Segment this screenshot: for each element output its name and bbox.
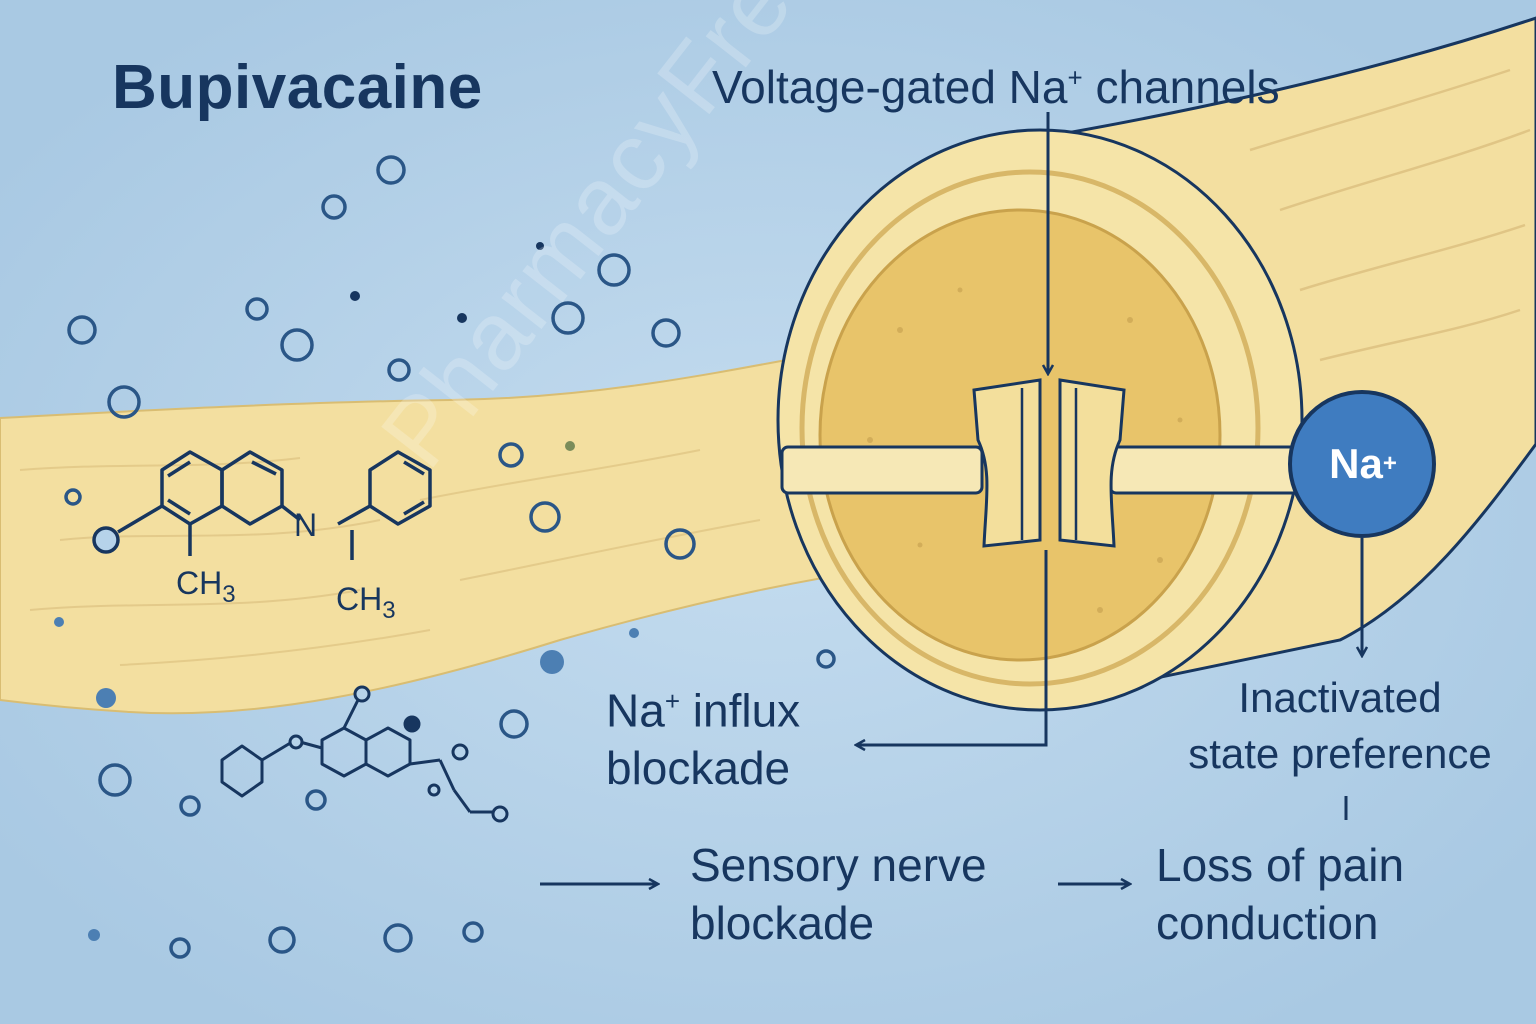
drug-particles	[64, 155, 836, 959]
influx-pointer-arrow	[856, 550, 1048, 745]
chemical-structure-secondary	[220, 699, 496, 814]
cross-section-speckles	[867, 287, 1183, 613]
nitrogen-atom-label: N	[294, 507, 317, 543]
methyl-label-1: CH3	[176, 565, 236, 608]
influx-blockade-label: Na+ influx blockade	[606, 684, 801, 795]
membrane-bar-right	[1108, 445, 1302, 495]
sodium-ion-label: Na+	[1329, 440, 1397, 487]
methyl-label-2: CH3	[336, 581, 396, 624]
sensory-blockade-label: Sensory nerve blockade	[690, 839, 987, 949]
drug-title: Bupivacaine	[112, 53, 483, 122]
channel-subunit-left	[972, 378, 1042, 548]
pain-conduction-label: Loss of pain conduction	[1156, 839, 1405, 949]
channels-label: Voltage-gated Na+ channels	[712, 61, 1280, 113]
secondary-atoms	[288, 685, 509, 823]
sodium-ion	[1288, 390, 1436, 538]
cylinder-texture	[1249, 68, 1531, 362]
membrane-bar-left	[780, 445, 984, 495]
inactivated-state-label: Inactivated state preference	[1188, 674, 1492, 777]
nerve-cross-section-ring	[799, 169, 1261, 687]
sodium-channel	[972, 378, 1126, 548]
chemical-structure-main	[92, 450, 432, 560]
solid-particles	[54, 242, 639, 941]
